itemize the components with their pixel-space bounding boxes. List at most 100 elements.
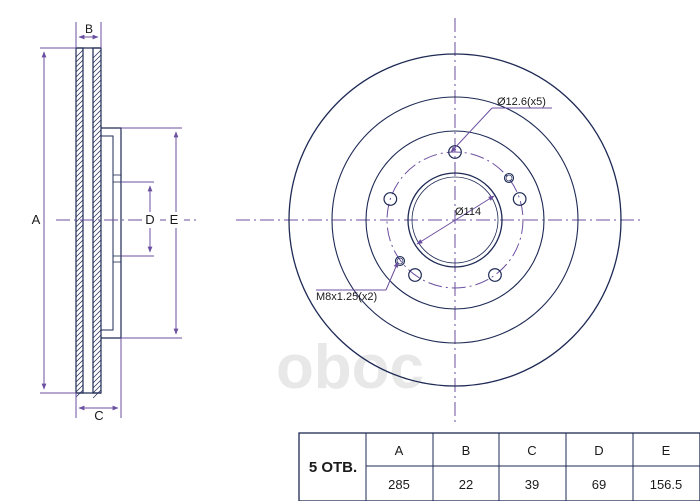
hatch-stroke (92, 54, 102, 64)
hatch-stroke (75, 289, 84, 298)
hatch-stroke (75, 129, 84, 138)
bolt-hole (488, 268, 502, 282)
hatch-stroke (75, 369, 84, 378)
table-header-c: C (527, 443, 536, 458)
threaded-hole-inner (396, 257, 404, 265)
hatch-stroke (92, 309, 102, 319)
hatch-stroke (92, 79, 102, 89)
dimension-a-label: A (32, 212, 41, 227)
hatch-stroke (92, 364, 102, 374)
hatch-stroke (75, 259, 84, 268)
threaded-hole (394, 255, 406, 267)
hatch-stroke (92, 294, 102, 304)
hatch-stroke (92, 124, 102, 134)
hatch-stroke (75, 114, 84, 123)
hatch-stroke (75, 324, 84, 333)
bolt-hole-label: Ø12.6(x5) (497, 96, 546, 108)
hatch-stroke (75, 279, 84, 288)
disc-hat-edge (365, 130, 545, 310)
hatch-stroke (75, 109, 84, 118)
hatch-stroke (92, 304, 102, 314)
hatch-stroke (92, 109, 102, 119)
hatch-stroke (75, 274, 84, 283)
hatch-stroke (92, 369, 102, 379)
hatch-stroke (92, 229, 102, 239)
section-hatching (75, 49, 102, 399)
hatch-stroke (75, 249, 84, 258)
table-value-b: 22 (459, 477, 473, 492)
hatch-stroke (92, 374, 102, 384)
hatch-stroke (75, 124, 84, 133)
hatch-stroke (75, 219, 84, 228)
hatch-stroke (92, 179, 102, 189)
dimension-d-label: D (145, 212, 154, 227)
hatch-stroke (75, 334, 84, 343)
hatch-stroke (92, 114, 102, 124)
hatch-stroke (75, 159, 84, 168)
hatch-stroke (92, 329, 102, 339)
hatch-stroke (92, 74, 102, 84)
hatch-stroke (75, 319, 84, 328)
hatch-stroke (75, 144, 84, 153)
hatch-stroke (75, 164, 84, 173)
hatch-stroke (75, 359, 84, 368)
bolt-holes (383, 145, 527, 282)
hatch-stroke (75, 49, 84, 58)
hatch-stroke (92, 164, 102, 174)
hatch-stroke (92, 184, 102, 194)
table-header-d: D (594, 443, 603, 458)
hatch-stroke (92, 254, 102, 264)
hatch-stroke (92, 169, 102, 179)
hatch-stroke (92, 134, 102, 144)
hatch-stroke (75, 309, 84, 318)
hatch-stroke (75, 154, 84, 163)
spec-table: 5 ОТВ. A B C D E 285 22 39 69 156.5 (298, 432, 700, 501)
holes-count-label: 5 ОТВ. (309, 459, 357, 476)
hatch-stroke (75, 204, 84, 213)
dimension-e-label: E (170, 212, 179, 227)
hatch-stroke (92, 204, 102, 214)
center-bore-dimension (416, 195, 495, 245)
hatch-stroke (92, 224, 102, 234)
hatch-stroke (92, 244, 102, 254)
hatch-stroke (75, 139, 84, 148)
hatch-stroke (92, 194, 102, 204)
hatch-stroke (92, 89, 102, 99)
hatch-stroke (75, 264, 84, 273)
hatch-stroke (75, 344, 84, 353)
hatch-stroke (92, 144, 102, 154)
thread-label: M8x1.25(x2) (316, 291, 377, 303)
hatch-stroke (75, 169, 84, 178)
bolt-hole (512, 192, 527, 206)
hatch-stroke (75, 99, 84, 108)
table-value-d: 69 (592, 477, 606, 492)
hatch-stroke (75, 134, 84, 143)
hatch-stroke (92, 379, 102, 389)
hatch-stroke (75, 209, 84, 218)
hatch-stroke (92, 349, 102, 359)
hatch-stroke (92, 269, 102, 279)
hatch-stroke (75, 349, 84, 358)
table-value-a: 285 (388, 477, 410, 492)
hatch-stroke (92, 154, 102, 164)
hatch-stroke (92, 49, 102, 59)
hatch-stroke (92, 99, 102, 109)
dimension-c-label: C (94, 408, 103, 423)
hatch-stroke (92, 344, 102, 354)
hatch-stroke (75, 269, 84, 278)
hatch-stroke (75, 294, 84, 303)
hatch-stroke (75, 194, 84, 203)
side-section-view: A B C D E (32, 21, 196, 423)
hatch-stroke (75, 234, 84, 243)
hatch-stroke (92, 64, 102, 74)
hatch-stroke (75, 59, 84, 68)
table-value-c: 39 (525, 477, 539, 492)
hatch-stroke (92, 359, 102, 369)
hatch-stroke (75, 244, 84, 253)
hatch-stroke (92, 59, 102, 69)
hatch-stroke (92, 214, 102, 224)
bolt-hole (408, 268, 422, 282)
center-bore (407, 172, 503, 268)
hatch-stroke (92, 159, 102, 169)
hatch-stroke (75, 254, 84, 263)
